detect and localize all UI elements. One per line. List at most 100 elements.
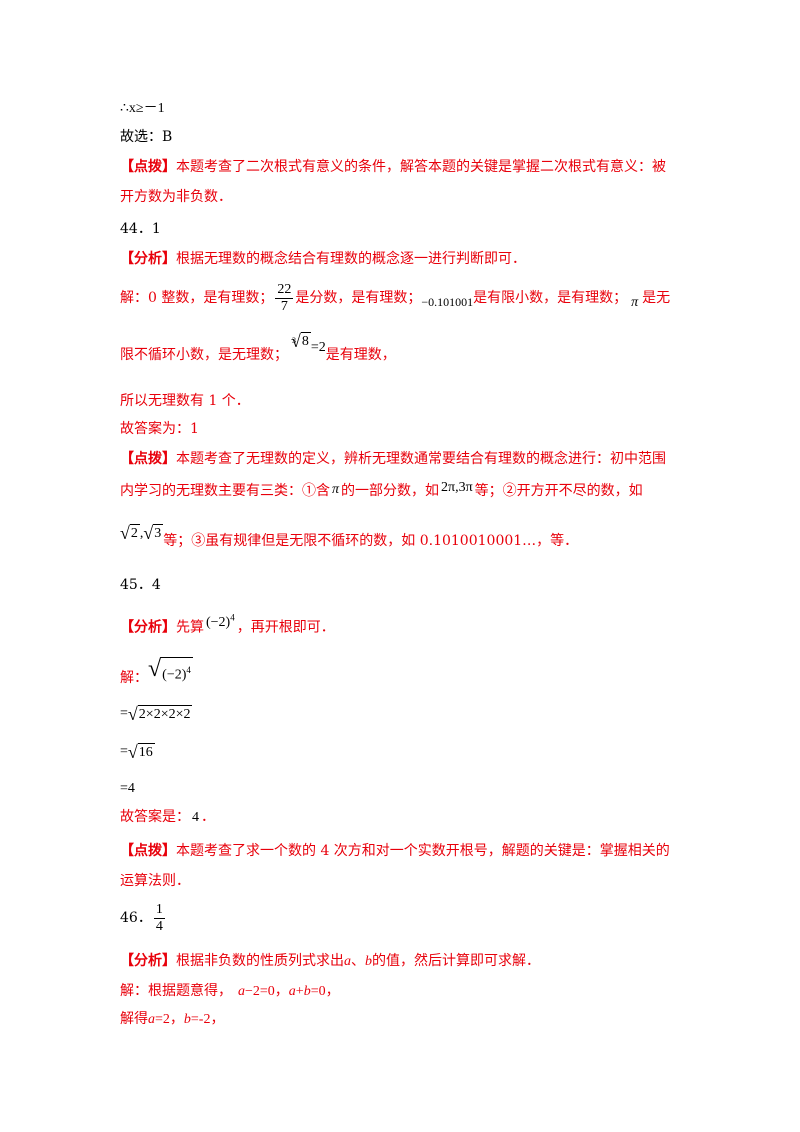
analysis-44: 【分析】根据无理数的概念结合有理数的概念逐一进行判断即可．	[120, 250, 526, 268]
solution-45-line1: 解：√(−2)4	[120, 657, 193, 696]
solution-45-line3: =√16	[120, 740, 155, 764]
math-pi: π	[631, 295, 639, 310]
comment-43: 【点拨】本题考查了二次根式有意义的条件，解答本题的关键是掌握二次根式有意义：被	[120, 158, 666, 176]
comment-text: 等；③虽有规律但是无限不循环的数，如 0.1010010001…，等．	[163, 533, 579, 549]
math-text: −2=0，	[245, 984, 289, 999]
solution-44-line4: 故答案为：1	[120, 421, 199, 437]
var-a: a	[344, 954, 351, 969]
math-text: =-2，	[190, 1012, 225, 1027]
solution-text: 是无	[642, 290, 671, 306]
solution-46-line2: 解得a=2，b=-2，	[120, 1010, 224, 1029]
fraction-numerator: 1	[153, 901, 165, 919]
analysis-tag: 【分析】	[120, 251, 176, 267]
analysis-text: 的值，然后计算即可求解．	[372, 953, 540, 969]
math-text: +	[295, 984, 304, 999]
radical-sign-icon: √	[120, 523, 130, 543]
solution-text: 解：根据题意得，	[120, 983, 232, 999]
comment-text: 内学习的无理数主要有三类：①含	[120, 483, 330, 499]
analysis-tag: 【分析】	[120, 619, 176, 636]
sqrt-product: √2×2×2×2	[127, 703, 193, 724]
answer-value: 4	[192, 810, 199, 825]
solution-45-line2: =√2×2×2×2	[120, 702, 193, 726]
math-pi: π	[332, 482, 340, 497]
comment-tag: 【点拨】	[120, 451, 176, 467]
math-text: =0，	[310, 984, 340, 999]
radicand: 2×2×2×2	[137, 704, 193, 722]
solution-text: 是有理数，	[325, 347, 396, 363]
var-b: b	[365, 954, 372, 969]
solution-text: ．	[201, 809, 215, 825]
var-b: b	[183, 1012, 191, 1027]
comment-tag: 【点拨】	[120, 843, 176, 859]
radicand: 8	[300, 332, 311, 362]
fraction-denominator: 7	[280, 298, 288, 314]
comment-43-cont: 开方数为非负数．	[120, 189, 232, 205]
analysis-text: 先算	[176, 619, 204, 636]
question-45: 45．4	[120, 577, 161, 593]
power-base: (−2)	[162, 667, 187, 683]
comment-tag: 【点拨】	[120, 159, 176, 175]
line-conclusion: ∴x≥－1	[120, 101, 165, 116]
solution-text: 故答案是：	[120, 809, 190, 825]
comment-text: 本题考查了二次根式有意义的条件，解答本题的关键是掌握二次根式有意义：被	[176, 159, 666, 175]
comment-44: 【点拨】本题考查了无理数的定义，辨析无理数通常要结合有理数的概念进行：初中范围	[120, 450, 666, 468]
solution-text: 是有限小数，是有理数；	[473, 290, 628, 306]
solution-text: 限不循环小数，是无理数；	[120, 347, 288, 363]
analysis-text: ，再开根即可．	[236, 619, 335, 636]
comment-text: 本题考查了求一个数的 4 次方和对一个实数开根号，解题的关键是：掌握相关的	[176, 843, 670, 859]
sqrt-power: √(−2)4	[148, 657, 193, 687]
sqrt-3: √3	[143, 523, 164, 543]
solution-46-line1: 解：根据题意得，a−2=0，a+b=0，	[120, 982, 340, 1001]
math-power: (−2)4	[206, 612, 235, 630]
radical-sign-icon: √	[291, 331, 301, 351]
power-exponent: 4	[186, 665, 191, 676]
math-negative-decimal: −0.101001	[421, 295, 474, 309]
solution-text: 解：	[120, 670, 148, 686]
line-answer-b: 故选：B	[120, 129, 173, 145]
solution-44-line3: 所以无理数有 1 个．	[120, 393, 250, 409]
analysis-45: 【分析】先算(−2)4，再开根即可．	[120, 608, 335, 644]
radicand: 16	[137, 742, 155, 760]
solution-44-line2: 限不循环小数，是无理数；3√8=2是有理数，	[120, 332, 396, 371]
analysis-text: 根据无理数的概念结合有理数的概念逐一进行判断即可．	[176, 251, 526, 267]
fraction-denominator: 4	[155, 918, 163, 934]
equals-sign: =	[120, 706, 128, 721]
comment-text: 本题考查了无理数的定义，辨析无理数通常要结合有理数的概念进行：初中范围	[176, 451, 666, 467]
radical-sign-icon: √	[143, 523, 154, 543]
sqrt-2: √2	[120, 524, 140, 542]
equals-sign: =	[120, 744, 128, 759]
analysis-text: 、	[351, 953, 365, 969]
question-number: 46．	[120, 910, 152, 926]
var-b: b	[303, 984, 311, 999]
comment-45-line2: 运算法则．	[120, 873, 190, 889]
var-a: a	[148, 1012, 155, 1027]
radical-sign-icon: √	[127, 741, 138, 762]
comment-text: 等；②开方开不尽的数，如	[474, 483, 643, 499]
math-text: =2，	[155, 1012, 184, 1027]
radical-sign-icon: √	[127, 703, 138, 724]
solution-text: 解：0 整数，是有理数；	[120, 290, 274, 306]
fraction-numerator: 22	[275, 281, 294, 299]
solution-text: 解得	[120, 1011, 148, 1027]
comment-45: 【点拨】本题考查了求一个数的 4 次方和对一个实数开根号，解题的关键是：掌握相关…	[120, 842, 670, 860]
radicand: (−2)4	[161, 657, 193, 687]
sqrt-16: √16	[127, 741, 155, 762]
analysis-text: 根据非负数的性质列式求出	[176, 953, 344, 969]
root-index: 3	[292, 336, 296, 345]
math-examples: 2π,3π	[441, 480, 473, 495]
cube-root-8: 3√8	[291, 331, 311, 362]
power-exponent: 4	[230, 612, 235, 622]
math-comma: ,	[139, 526, 144, 541]
solution-45-line4: =4	[120, 781, 135, 796]
question-44: 44．1	[120, 221, 161, 237]
radical-sign-icon: √	[148, 656, 162, 683]
analysis-tag: 【分析】	[120, 953, 176, 969]
comment-text: 的一部分数，如	[341, 483, 440, 499]
power-base: (−2)	[206, 614, 231, 630]
